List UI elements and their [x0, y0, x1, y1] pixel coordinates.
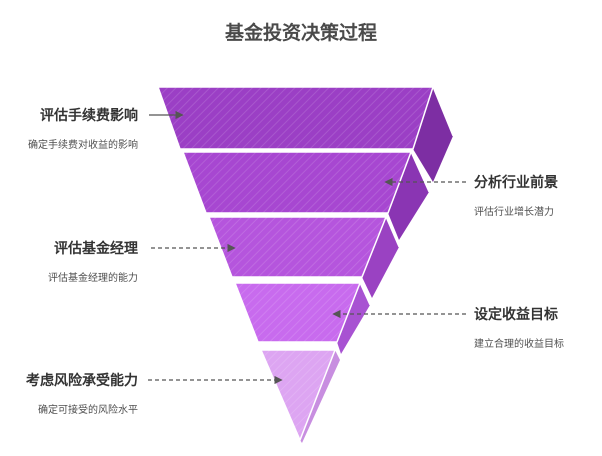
funnel-level-2 [181, 151, 430, 240]
step-4-description: 建立合理的收益目标 [474, 339, 564, 350]
funnel-level-4 [233, 282, 371, 354]
funnel-level-3-side [362, 217, 399, 298]
step-3-label: 评估基金经理 [54, 241, 138, 257]
step-2-description: 评估行业增长潜力 [474, 207, 554, 218]
step-4-label: 设定收益目标 [474, 307, 558, 323]
step-5-label: 考虑风险承受能力 [26, 373, 138, 389]
funnel-level-4-side [337, 283, 370, 354]
step-1-label: 评估手续费影响 [40, 108, 138, 124]
diagram-title: 基金投资决策过程 [224, 22, 377, 44]
step-3-description: 评估基金经理的能力 [48, 273, 138, 284]
funnel-level-1-side [413, 87, 453, 182]
step-1-description: 确定手续费对收益的影响 [28, 140, 138, 151]
funnel-level-5 [259, 349, 340, 443]
funnel-level-3 [207, 216, 400, 298]
funnel-level-1 [156, 86, 454, 182]
funnel-level-2-side [388, 152, 429, 240]
funnel-level-5-side [300, 350, 340, 443]
step-2-label: 分析行业前景 [474, 175, 558, 191]
step-5-description: 确定可接受的风险水平 [38, 405, 138, 416]
